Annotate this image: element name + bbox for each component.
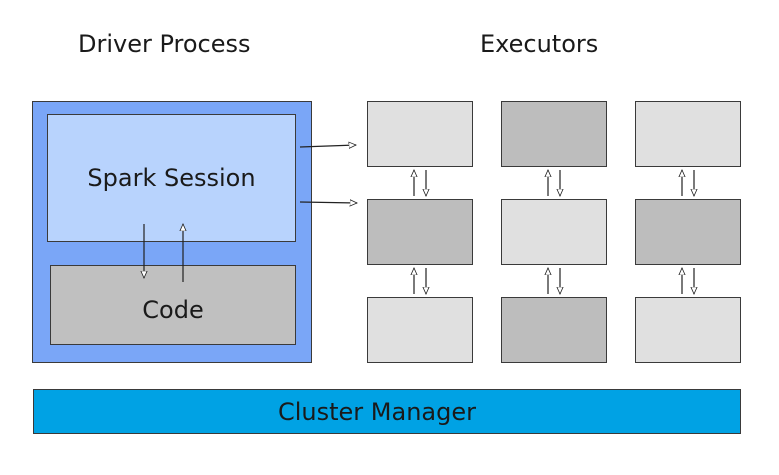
executor-box (501, 297, 607, 363)
code-label: Code (142, 296, 204, 324)
session-to-executor-arrow (299, 202, 357, 203)
executor-box (501, 199, 607, 265)
executor-box (635, 101, 741, 167)
executor-box (501, 101, 607, 167)
driver-process-title: Driver Process (78, 30, 251, 58)
executors-title: Executors (480, 30, 599, 58)
cluster-manager-label: Cluster Manager (277, 397, 476, 426)
executor-box (367, 101, 473, 167)
session-to-executor-arrows (299, 145, 357, 203)
executor-box (367, 297, 473, 363)
session-to-executor-arrow (299, 145, 356, 147)
spark-session-label: Spark Session (87, 164, 256, 192)
spark-session-box: Spark Session (47, 114, 296, 242)
executor-link-arrows (414, 170, 694, 294)
executor-box (367, 199, 473, 265)
code-box: Code (50, 265, 296, 345)
session-code-arrows (144, 224, 183, 282)
executor-box (635, 199, 741, 265)
executor-box (635, 297, 741, 363)
cluster-manager-box: Cluster Manager (33, 389, 741, 434)
